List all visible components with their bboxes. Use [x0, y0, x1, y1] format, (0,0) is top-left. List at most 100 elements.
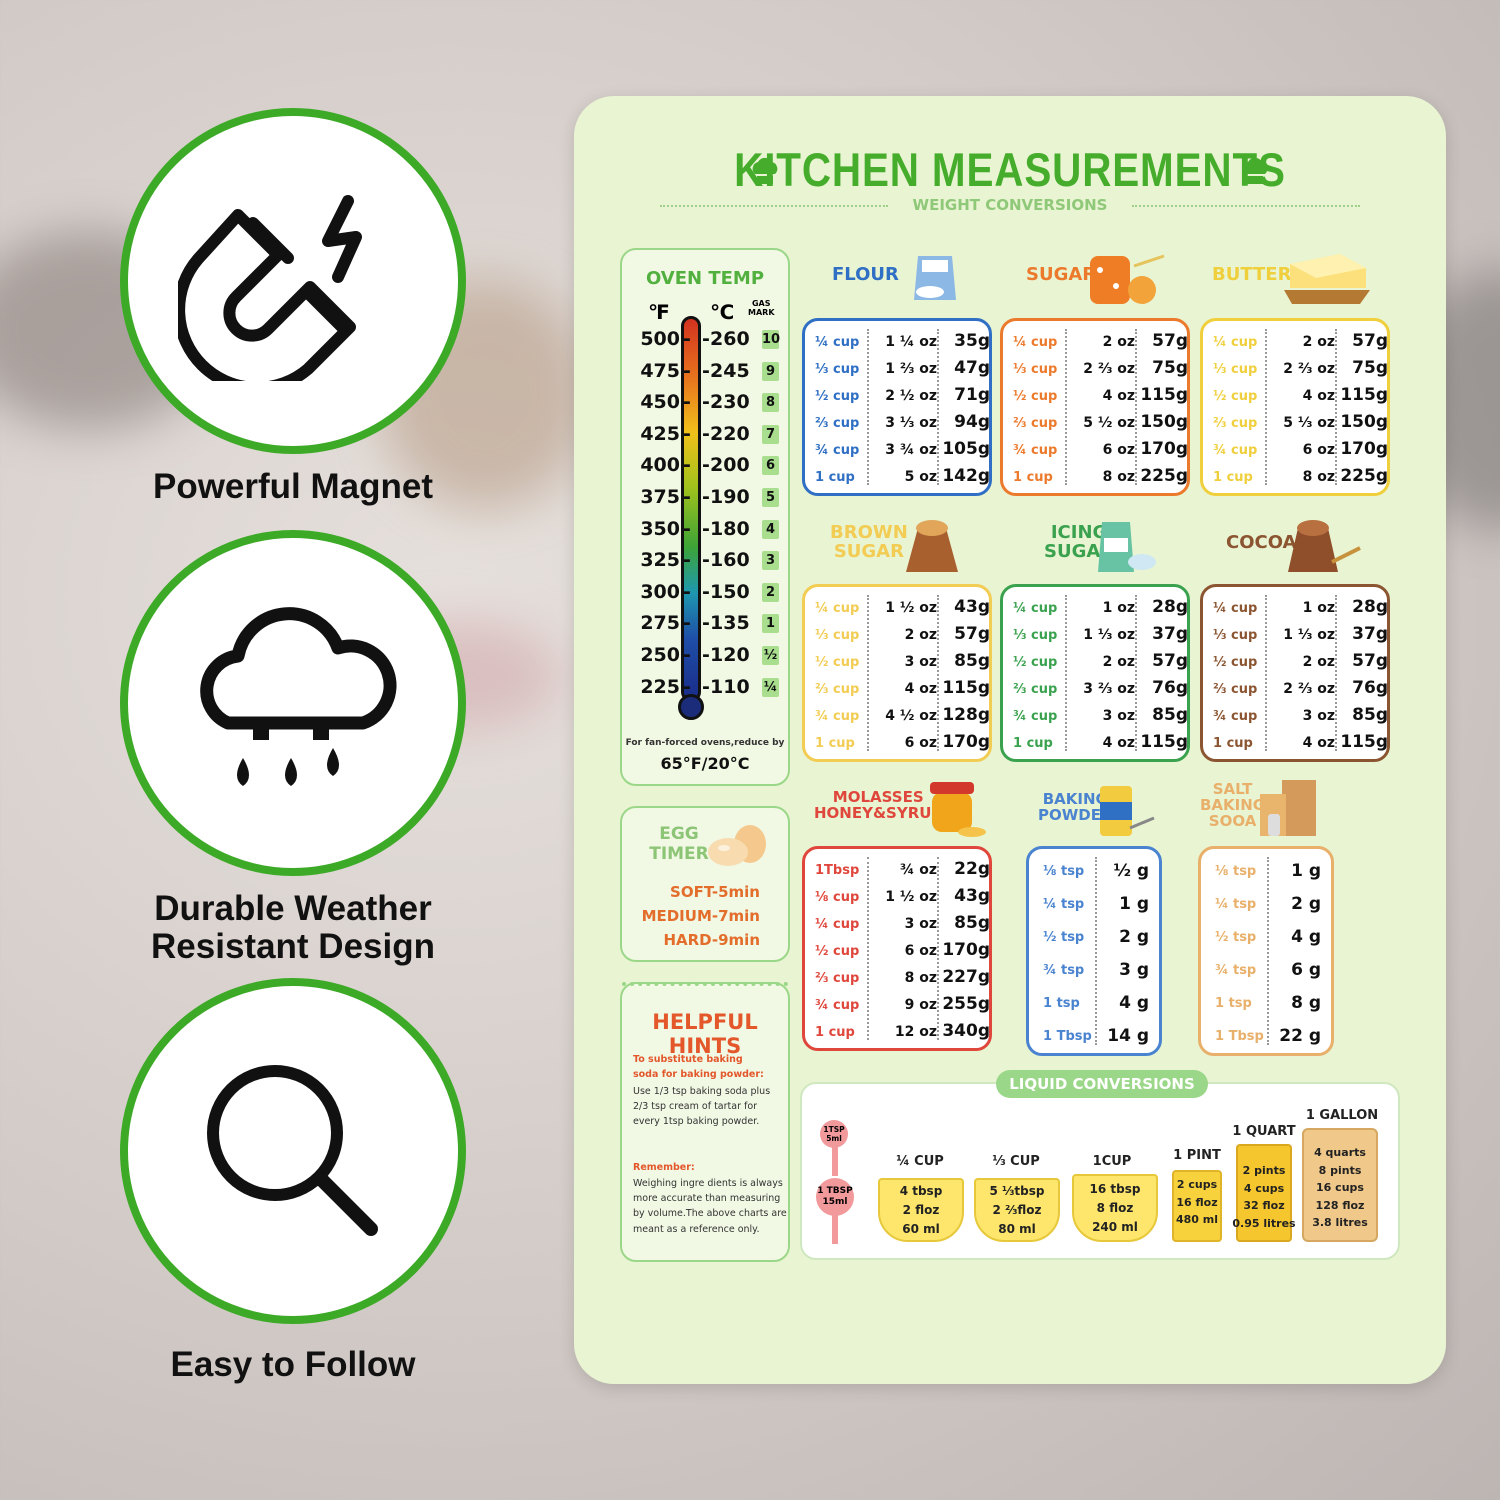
gram-cell: 4 g: [1291, 927, 1321, 947]
volume-cell: ½ cup: [1213, 655, 1258, 670]
volume-cell: ⅓ cup: [1013, 628, 1058, 643]
volume-cell: ⅓ cup: [1213, 362, 1258, 377]
ounce-cell: 5 ⅓ oz: [1283, 415, 1335, 431]
volume-cell: ⅛ cup: [815, 890, 860, 905]
volume-cell: ¾ tsp: [1215, 963, 1257, 978]
divider: [660, 205, 888, 207]
temp-c: 150: [710, 580, 750, 603]
gas-mark: 2: [762, 582, 779, 602]
gram-cell: 43g: [954, 597, 990, 617]
cocoa-label: COCOA: [1226, 532, 1297, 553]
ounce-cell: 2 oz: [1102, 654, 1135, 670]
gram-cell: 85g: [1352, 705, 1388, 725]
quart-label: 1 QUART: [1232, 1124, 1296, 1139]
ounce-cell: 6 oz: [904, 735, 937, 751]
ounce-cell: 1 ½ oz: [885, 600, 937, 616]
tick: -: [702, 454, 710, 477]
ounce-cell: 2 oz: [1302, 334, 1335, 350]
volume-cell: ¼ cup: [815, 917, 860, 932]
volume-cell: ⅔ cup: [1013, 416, 1058, 431]
temp-f: 450: [640, 391, 680, 414]
ounce-cell: 1 ⅓ oz: [1283, 627, 1335, 643]
gram-cell: 94g: [954, 412, 990, 432]
ounce-cell: 1 ⅓ oz: [1083, 627, 1135, 643]
ounce-cell: 3 oz: [904, 916, 937, 932]
rain-cloud-icon: [200, 607, 397, 786]
temp-f: 275: [640, 612, 680, 635]
volume-cell: ¼ cup: [815, 601, 860, 616]
gram-cell: 255g: [942, 994, 990, 1014]
feature-label: Easy to Follow: [170, 1345, 416, 1384]
ounce-cell: 4 ½ oz: [885, 708, 937, 724]
gas-mark: 4: [762, 519, 779, 539]
volume-cell: ½ cup: [1013, 655, 1058, 670]
gram-cell: 57g: [1352, 651, 1388, 671]
volume-cell: ½ tsp: [1215, 930, 1257, 945]
gram-cell: 75g: [1352, 358, 1388, 378]
ounce-cell: 5 oz: [904, 469, 937, 485]
ounce-cell: 6 oz: [1302, 442, 1335, 458]
gram-cell: 85g: [954, 651, 990, 671]
gas-mark: 5: [762, 488, 779, 507]
gram-cell: 8 g: [1291, 993, 1321, 1013]
gas-mark: 9: [762, 361, 779, 381]
gallon-icon: [1302, 1128, 1378, 1242]
temp-f: 475: [640, 359, 680, 382]
gram-cell: 76g: [1152, 678, 1188, 698]
ounce-cell: 3 ⅓ oz: [885, 415, 937, 431]
volume-cell: ⅔ cup: [1013, 682, 1058, 697]
divider: [1132, 205, 1360, 207]
volume-cell: ⅔ cup: [1213, 682, 1258, 697]
sugar-jar-icon: [1086, 246, 1166, 312]
ounce-cell: 2 ½ oz: [885, 388, 937, 404]
volume-cell: ½ cup: [815, 944, 860, 959]
volume-cell: ¼ tsp: [1043, 897, 1085, 912]
gram-cell: 28g: [1352, 597, 1388, 617]
gram-cell: 22g: [954, 859, 990, 879]
ounce-cell: 2 ⅔ oz: [1083, 361, 1135, 377]
temp-c: 220: [710, 422, 750, 445]
ounce-cell: 8 oz: [1302, 469, 1335, 485]
temp-c: 190: [710, 486, 750, 508]
gram-cell: 75g: [1152, 358, 1188, 378]
egg-hard: HARD-9min: [663, 931, 760, 949]
gram-cell: 170g: [1140, 439, 1188, 459]
hints-border-deco: [622, 982, 788, 992]
ounce-cell: 1 oz: [1102, 600, 1135, 616]
ounce-cell: 3 ⅔ oz: [1083, 681, 1135, 697]
gram-cell: 71g: [954, 385, 990, 405]
temp-c: 230: [710, 391, 750, 414]
tick: -: [702, 644, 710, 666]
volume-cell: ½ cup: [815, 389, 860, 404]
tick: -: [683, 549, 691, 572]
pint-icon: [1172, 1170, 1222, 1242]
egg-soft: SOFT-5min: [670, 883, 760, 901]
ounce-cell: 5 ½ oz: [1083, 415, 1135, 431]
chef-hat-icon: [748, 156, 782, 194]
gram-cell: 340g: [942, 1021, 990, 1041]
oven-title: OVEN TEMP: [645, 268, 765, 289]
temp-c: 110: [710, 675, 750, 698]
